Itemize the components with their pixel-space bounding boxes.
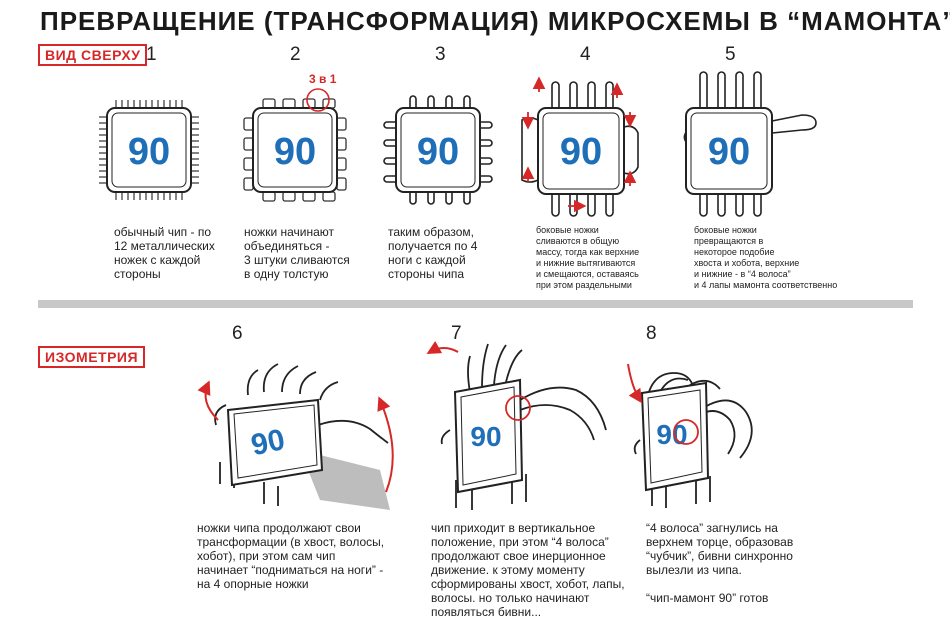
merged-pin <box>262 191 276 202</box>
step-caption-2: ножки начинают объединяться - 3 штуки сл… <box>244 225 350 281</box>
merged-pin <box>243 137 254 151</box>
chip-step-6: 90 <box>214 363 390 510</box>
page-title: ПРЕВРАЩЕНИЕ (ТРАНСФОРМАЦИЯ) МИКРОСХЕМЫ В… <box>40 6 950 36</box>
step-number-8: 8 <box>646 323 657 344</box>
step-number-2: 2 <box>290 44 301 65</box>
motion-arrows-step-6 <box>197 380 394 493</box>
step-caption-5: боковые ножки превращаются в некоторое п… <box>694 225 838 290</box>
merge-note: 3 в 1 <box>309 72 337 86</box>
step-number-6: 6 <box>232 323 243 344</box>
chip-label-7: 90 <box>470 421 501 452</box>
chip-step-4 <box>521 81 639 217</box>
foot-leg <box>735 191 744 217</box>
step-number-1: 1 <box>146 44 157 65</box>
merged-pin <box>336 157 347 171</box>
chip-step-7: 90 <box>440 343 607 510</box>
merged-pin <box>282 191 296 202</box>
chip-label-2: 90 <box>274 131 316 173</box>
merged-pin <box>322 191 336 202</box>
chip-step-3 <box>383 95 493 205</box>
pins-step-1 <box>99 100 199 200</box>
tusk-highlight-circle-8 <box>673 419 699 445</box>
merged-pin <box>243 117 254 131</box>
trunk-shape <box>771 114 817 134</box>
hair-leg <box>699 71 708 111</box>
step-caption-8: “4 волоса” загнулись на верхнем торце, о… <box>646 521 794 605</box>
motion-arrow-step-7 <box>426 340 459 354</box>
chip-label-1: 90 <box>128 131 170 173</box>
merged-pin <box>262 98 276 109</box>
step-number-7: 7 <box>451 323 462 344</box>
motion-arrows-step-4 <box>521 76 637 213</box>
chip-label-8: 90 <box>656 419 687 450</box>
merge-highlight-circle <box>306 88 330 112</box>
foot-leg <box>699 191 708 217</box>
chip-step-1 <box>99 100 199 200</box>
long-leg <box>605 81 614 111</box>
merged-pin <box>243 177 254 191</box>
long-leg <box>551 81 560 111</box>
chip-step-5 <box>683 71 817 217</box>
tusk-highlight-circle-7 <box>505 395 531 421</box>
step-caption-1: обычный чип - по 12 металлических ножек … <box>114 225 215 281</box>
chip-label-3: 90 <box>417 131 459 173</box>
chip-label-5: 90 <box>708 131 750 173</box>
step-number-5: 5 <box>725 44 736 65</box>
hair-leg <box>717 71 726 111</box>
step-number-3: 3 <box>435 44 446 65</box>
hair-leg <box>753 71 762 111</box>
long-leg <box>587 81 596 111</box>
step-caption-7: чип приходит в вертикальное положение, п… <box>431 521 625 619</box>
section-divider <box>38 300 913 308</box>
foot-leg <box>753 191 762 217</box>
merged-pin <box>302 191 316 202</box>
section-tag-top-view: ВИД СВЕРХУ <box>38 44 148 66</box>
merged-pin <box>336 137 347 151</box>
step-number-4: 4 <box>580 44 591 65</box>
long-leg <box>551 191 560 217</box>
merged-pin <box>336 117 347 131</box>
motion-arrow-step-8 <box>627 363 643 404</box>
chip-label-6: 90 <box>248 423 288 462</box>
step-caption-6: ножки чипа продолжают свои трансформации… <box>197 521 385 591</box>
step-caption-3: таким образом, получается по 4 ноги с ка… <box>388 225 478 281</box>
step-caption-4: боковые ножки сливаются в общую массу, т… <box>536 225 640 290</box>
chip-label-4: 90 <box>560 131 602 173</box>
long-leg <box>569 191 578 217</box>
merged-pin <box>336 177 347 191</box>
long-leg <box>587 191 596 217</box>
long-leg <box>605 191 614 217</box>
foot-leg <box>717 191 726 217</box>
long-leg <box>569 81 578 111</box>
section-tag-isometric: ИЗОМЕТРИЯ <box>38 346 146 368</box>
merged-pin <box>282 98 296 109</box>
merged-pin <box>243 157 254 171</box>
hair-leg <box>735 71 744 111</box>
